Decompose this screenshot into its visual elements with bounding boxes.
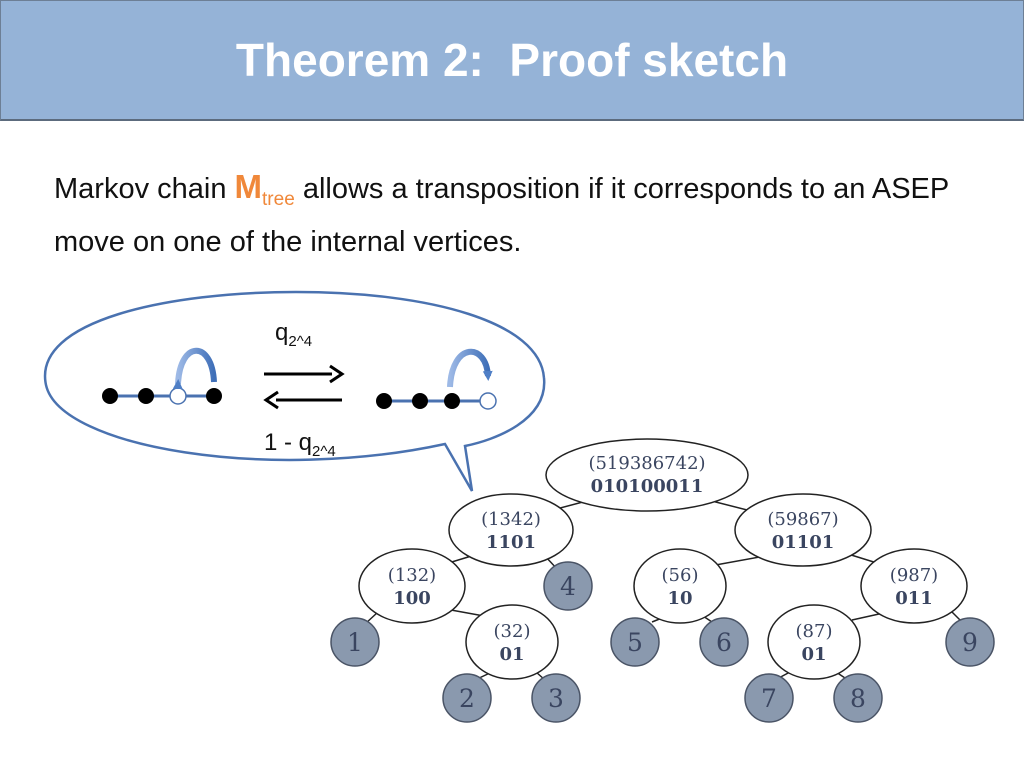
svg-text:011: 011 (895, 588, 933, 609)
svg-text:(132): (132) (388, 565, 436, 586)
svg-text:(1342): (1342) (481, 509, 541, 530)
statement-text-before: Markov chain (54, 173, 235, 205)
speech-bubble (43, 290, 546, 492)
svg-text:9: 9 (962, 628, 978, 657)
swap-arc-icon (447, 348, 493, 388)
title-bar: Theorem 2: Proof sketch (0, 0, 1024, 121)
tree-node-56: (56) 10 (633, 548, 727, 624)
svg-text:01101: 01101 (772, 532, 835, 553)
asep-config-after (376, 348, 497, 410)
transition-arrows (263, 364, 345, 410)
svg-text:7: 7 (761, 684, 777, 713)
tree-node-132: (132) 100 (358, 548, 466, 624)
tree-leaf-8: 8 (833, 673, 883, 723)
svg-text:1101: 1101 (486, 532, 536, 553)
svg-text:(32): (32) (494, 621, 531, 642)
tree-node-root: (519386742) 010100011 (545, 438, 749, 512)
svg-text:3: 3 (548, 684, 564, 713)
tree-leaf-5: 5 (610, 617, 660, 667)
svg-text:(59867): (59867) (767, 509, 838, 530)
svg-text:5: 5 (627, 628, 643, 657)
tree-node-87: (87) 01 (767, 604, 861, 680)
svg-text:8: 8 (850, 684, 866, 713)
tree-leaf-2: 2 (442, 673, 492, 723)
svg-text:10: 10 (667, 588, 692, 609)
tree-leaf-9: 9 (945, 617, 995, 667)
tree-leaf-3: 3 (531, 673, 581, 723)
tree-node-1342: (1342) 1101 (448, 493, 574, 567)
tree-node-32: (32) 01 (465, 604, 559, 680)
svg-text:4: 4 (560, 572, 576, 601)
theorem-statement: Markov chain Mtree allows a transpositio… (54, 166, 994, 263)
svg-text:01: 01 (801, 644, 826, 665)
tree-node-59867: (59867) 01101 (734, 493, 872, 567)
svg-text:1: 1 (347, 628, 363, 657)
tree-leaf-7: 7 (744, 673, 794, 723)
svg-text:100: 100 (393, 588, 431, 609)
markov-chain-symbol: M (234, 168, 263, 205)
svg-text:(519386742): (519386742) (588, 453, 705, 474)
markov-chain-subscript: tree (262, 188, 295, 210)
backward-rate-label: 1 - q2^4 (264, 429, 336, 460)
svg-text:(56): (56) (662, 565, 699, 586)
asep-config-before (102, 347, 222, 405)
tree-leaf-1: 1 (330, 617, 380, 667)
svg-text:2: 2 (459, 684, 475, 713)
svg-text:(987): (987) (890, 565, 938, 586)
statement-text-after: allows a transposition if it corresponds… (54, 173, 949, 258)
svg-text:01: 01 (499, 644, 524, 665)
forward-rate-label: q2^4 (275, 319, 312, 350)
tree-node-987: (987) 011 (860, 548, 968, 624)
tree-leaf-4: 4 (543, 561, 593, 611)
page-title: Theorem 2: Proof sketch (235, 34, 789, 86)
svg-text:6: 6 (716, 628, 732, 657)
tree-leaf-6: 6 (699, 617, 749, 667)
svg-text:(87): (87) (796, 621, 833, 642)
swap-arc-icon (172, 347, 217, 390)
svg-text:010100011: 010100011 (591, 476, 704, 497)
